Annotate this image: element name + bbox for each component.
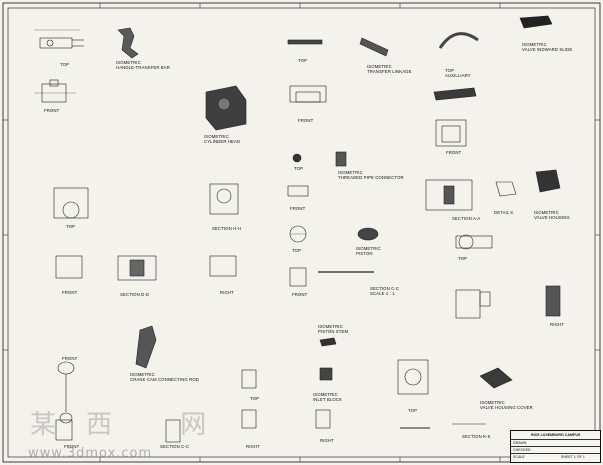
view-label-front: FRONT [44, 108, 60, 113]
view-label-section-c-c: SECTION C-C [160, 444, 190, 449]
watermark-text: 某西 网 [30, 410, 237, 440]
view-label-top-link: TOP [298, 58, 308, 63]
watermark-url: www.3dmox.com [28, 446, 153, 461]
view-label-top: TOP [60, 62, 70, 67]
title-block-scale: SCALE [513, 455, 525, 459]
view-label-right-inlet: RIGHT [246, 444, 260, 449]
view-label-front-piston: FRONT [292, 292, 308, 297]
view-label-section-d-d: SECTION D-D [120, 292, 150, 297]
view-label-top-pipe: TOP [294, 166, 304, 171]
view-label-right-vh: RIGHT [550, 322, 564, 327]
view-label-top-inlet: TOP [250, 396, 260, 401]
view-label-iso-handle: ISOMETRIC HANDLE-TRANSFER BAR [116, 60, 170, 70]
title-block-checked: CHECKED [513, 448, 531, 452]
view-label-top-cover: TOP [408, 408, 418, 413]
view-label-right-bottom: RIGHT [320, 438, 334, 443]
view-label-detail-k: DETAIL K [494, 210, 514, 215]
view-label-front-rod2: FRONT [64, 444, 80, 449]
title-block-drawn: DRAWN [513, 441, 527, 445]
view-label-iso-threaded-pipe: ISOMETRIC THREADED PIPE CONNECTOR [338, 170, 404, 180]
view-label-section-k-k: SECTION K-K [462, 434, 491, 439]
view-label-iso-valve-cover: ISOMETRIC VALVE HOUSING COVER [480, 400, 533, 410]
view-label-iso-piston: ISOMETRIC PISTON [356, 246, 381, 256]
view-label-top-vh: TOP [458, 256, 468, 261]
view-label-top-piston: TOP [292, 248, 302, 253]
view-label-top-aux: TOP AUXILLIARY [445, 68, 471, 78]
view-label-section-note: SECTION C-C SCALE 1 : 1 [370, 286, 400, 296]
view-label-right-mid: RIGHT [220, 290, 234, 295]
view-label-iso-cylinder-head: ISOMETRIC CYLINDER HEAD [204, 134, 241, 144]
view-label-front-right: FRONT [446, 150, 462, 155]
view-label-top-left: TOP [66, 224, 76, 229]
view-label-iso-crank: ISOMETRIC CRANK CAM CONNECTING ROD [130, 372, 200, 382]
view-label-iso-valve-housing: ISOMETRIC VALVE HOUSING [534, 210, 570, 220]
view-label-front-link: FRONT [298, 118, 314, 123]
title-block-school: RICE LUXEMBURG CAMPUS [531, 433, 581, 437]
view-label-front-left-mid: FRONT [62, 290, 78, 295]
view-label-iso-transfer-linkage: ISOMETRIC TRANSFER LINKAGE [367, 64, 412, 74]
view-label-iso-inlet: ISOMETRIC INLET BLOCK [313, 392, 342, 402]
view-label-front-rod: FRONT [62, 356, 78, 361]
view-label-iso-valve-slide: ISOMETRIC VALVE INDWARD SLIDE [522, 42, 573, 52]
view-label-section-h-h: SECTION H-H [212, 226, 242, 231]
title-block: RICE LUXEMBURG CAMPUS DRAWN CHECKED SCAL… [510, 430, 601, 463]
view-label-front-pipe: FRONT [290, 206, 306, 211]
view-label-iso-piston-stem: ISOMETRIC PISTON STEM [318, 324, 349, 334]
view-label-section-a-a: SECTION A-A [452, 216, 481, 221]
title-block-sheet: SHEET 1 OF 1 [561, 455, 585, 459]
